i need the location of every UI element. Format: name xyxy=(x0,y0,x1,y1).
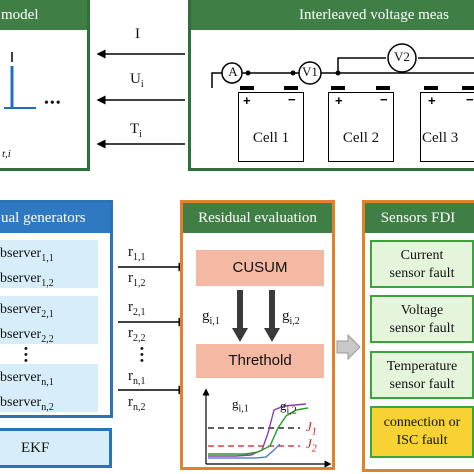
curve-g-i2 xyxy=(208,407,309,455)
current-fault-line-1: Current xyxy=(400,248,444,263)
signal-voltage-text: U xyxy=(130,71,141,87)
evaluation-mini-plot xyxy=(202,388,332,468)
residual-r-2-2: r2,2 xyxy=(128,325,146,344)
voltage-sensor-fault-box: Voltage sensor fault xyxy=(370,295,474,343)
current-sensor-fault-box: Current sensor fault xyxy=(370,240,474,288)
curve-g-i1 xyxy=(208,403,307,457)
voltage-fault-line-1: Voltage xyxy=(400,303,444,318)
v1-label: V1 xyxy=(302,64,318,79)
cusum-label: CUSUM xyxy=(232,259,288,276)
battery-model-header: model xyxy=(0,0,87,30)
plot-g-i2-label: gi,2 xyxy=(280,398,297,417)
voltage-fault-line-2: sensor fault xyxy=(389,321,455,336)
signal-temperature-label: Ti xyxy=(130,121,142,140)
measurement-circuit: + − + − + − xyxy=(211,43,474,108)
observer-group-2: bserver2,1 bserver2,2 xyxy=(0,296,98,344)
observer-2-1: bserver2,1 xyxy=(0,302,54,320)
cell-1-label: Cell 1 xyxy=(252,130,290,146)
residual-generators-header: ual generators xyxy=(0,203,110,233)
svg-text:+: + xyxy=(243,93,251,108)
cell-2 xyxy=(328,92,394,162)
temperature-fault-line-2: sensor fault xyxy=(389,377,455,392)
connection-fault-line-2: ISC fault xyxy=(396,433,448,448)
svg-text:−: − xyxy=(288,92,296,107)
signal-voltage-sub: i xyxy=(140,79,144,90)
ekf-label: EKF xyxy=(21,440,50,456)
g-i2-label: gi,2 xyxy=(282,308,300,327)
residual-generators-title: ual generators xyxy=(1,210,86,226)
observer-1-1: bserver1,1 xyxy=(0,246,54,264)
evaluation-to-fdi-arrow xyxy=(336,334,361,360)
plot-j1-label: J1 xyxy=(306,419,317,438)
svg-text:+: + xyxy=(335,93,343,108)
residual-generators-panel: ual generators xyxy=(0,200,113,418)
cusum-to-threshold-arrows xyxy=(232,290,280,342)
svg-text:+: + xyxy=(428,93,436,108)
residual-r-2-1: r2,1 xyxy=(128,299,146,318)
signal-current-label: I xyxy=(135,26,140,42)
cusum-box: CUSUM xyxy=(196,250,324,286)
battery-model-dots: ••• xyxy=(44,96,62,111)
signal-temperature-text: T xyxy=(130,121,140,137)
residual-r-n-2: rn,2 xyxy=(128,394,146,413)
cell-2-label: Cell 2 xyxy=(342,130,380,146)
residual-r-1-1: r1,1 xyxy=(128,244,146,263)
residual-evaluation-panel: Residual evaluation xyxy=(180,200,335,470)
measurement-title: Interleaved voltage meas xyxy=(299,7,449,23)
current-fault-line-2: sensor fault xyxy=(389,266,455,281)
cell-1 xyxy=(238,92,304,162)
curve-base xyxy=(208,443,281,459)
temperature-sensor-fault-box: Temperature sensor fault xyxy=(370,351,474,399)
residual-evaluation-title: Residual evaluation xyxy=(198,210,317,226)
ekf-box: EKF xyxy=(0,428,112,468)
g-i1-label: gi,1 xyxy=(202,308,220,327)
connection-fault-line-1: connection or xyxy=(383,415,461,430)
temperature-fault-line-1: Temperature xyxy=(386,359,458,374)
signal-voltage-label: Ui xyxy=(130,71,144,90)
sensors-fdi-title: Sensors FDI xyxy=(380,210,456,226)
battery-model-plot xyxy=(4,52,36,109)
residual-r-1-2: r1,2 xyxy=(128,270,146,289)
svg-text:−: − xyxy=(380,92,388,107)
battery-model-title: model xyxy=(1,7,39,23)
residual-r-n-1: rn,1 xyxy=(128,368,146,387)
ammeter-symbol xyxy=(221,62,243,84)
plot-g-i1-label: gi,1 xyxy=(232,396,249,415)
ammeter-label: A xyxy=(228,64,238,79)
battery-model-subscript: t,i xyxy=(2,148,11,160)
cell-3-label: Cell 3 xyxy=(422,130,459,146)
top-signal-arrows xyxy=(96,49,185,149)
battery-model-panel: model xyxy=(0,0,90,171)
plot-j2-label: J2 xyxy=(306,436,317,455)
cell-3 xyxy=(420,92,474,162)
v2-label: V2 xyxy=(394,49,410,64)
residual-vertical-dots: ••• xyxy=(140,343,144,367)
threshold-box: Threthold xyxy=(196,344,324,378)
signal-temperature-sub: i xyxy=(139,129,142,140)
v1-symbol xyxy=(298,61,322,85)
sensors-fdi-header: Sensors FDI xyxy=(365,203,474,233)
measurement-panel: Interleaved voltage meas xyxy=(188,0,474,171)
observer-group-1: bserver1,1 bserver1,2 xyxy=(0,240,98,288)
connection-isc-fault-box: connection or ISC fault xyxy=(370,406,474,458)
observer-1-2: bserver1,2 xyxy=(0,270,54,288)
measurement-header: Interleaved voltage meas xyxy=(191,0,474,30)
observer-n-1: bservern,1 xyxy=(0,370,54,388)
threshold-label: Threthold xyxy=(228,352,292,369)
residual-arrows xyxy=(118,262,188,395)
observer-group-n: bservern,1 bservern,2 xyxy=(0,364,98,412)
observer-2-2: bserver2,2 xyxy=(0,326,54,344)
v2-symbol xyxy=(387,43,417,73)
svg-text:−: − xyxy=(466,92,474,107)
observer-n-2: bservern,2 xyxy=(0,394,54,412)
observer-vertical-dots: ••• xyxy=(24,343,28,367)
residual-evaluation-header: Residual evaluation xyxy=(183,203,332,233)
